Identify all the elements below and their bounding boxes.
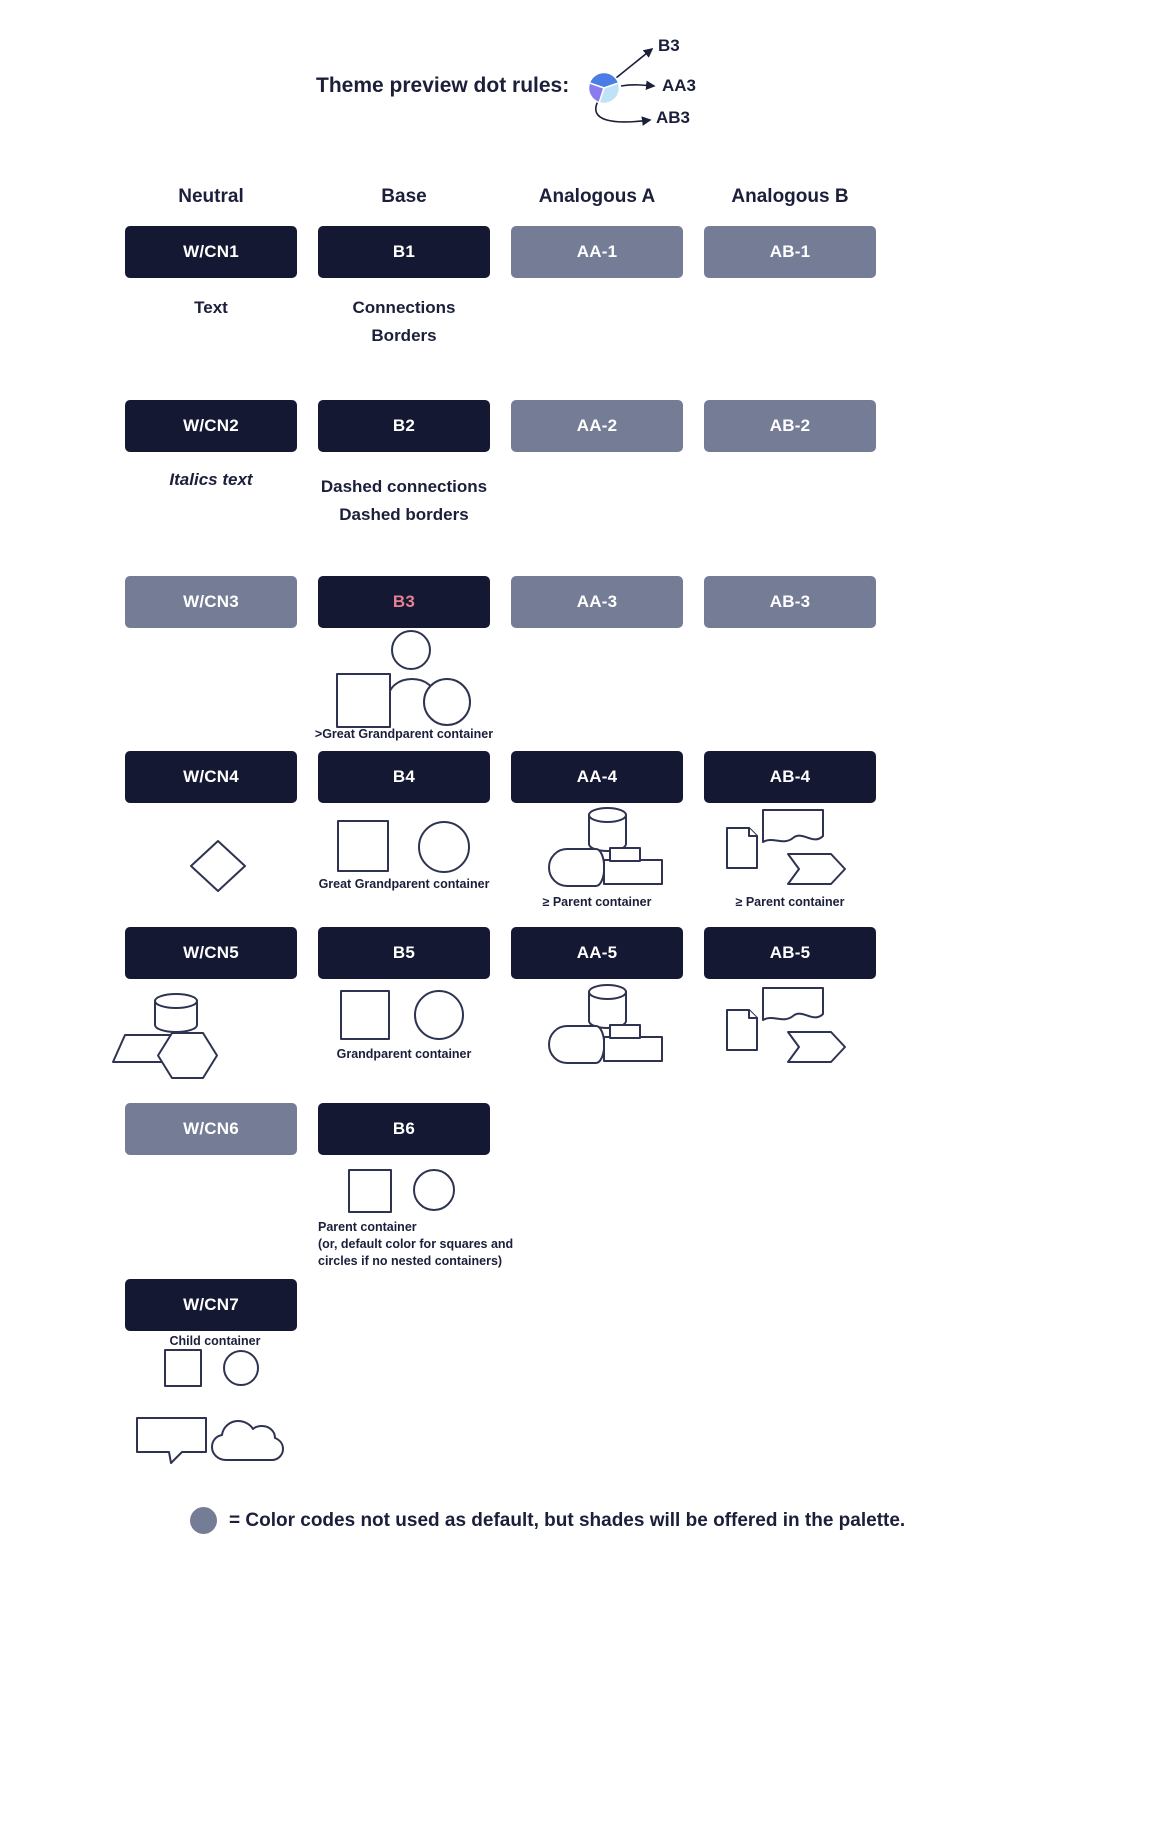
annotation-b3-note: >Great Grandparent container xyxy=(314,727,494,741)
swatch-b3: B3 xyxy=(318,576,490,628)
dot-label-aa3: AA3 xyxy=(662,76,697,95)
annotation-text: Text xyxy=(194,298,228,317)
annotation-wcn7-note: Child container xyxy=(169,1334,261,1348)
square-shape xyxy=(164,1349,202,1387)
square-shape xyxy=(340,990,390,1040)
footer-note: = Color codes not used as default, but s… xyxy=(229,1510,906,1531)
annotation-italics-text: Italics text xyxy=(169,470,253,489)
rounded-terminator-shape xyxy=(548,848,606,887)
swatch-wcn5: W/CN5 xyxy=(125,927,297,979)
hexagon-shape xyxy=(157,1032,218,1079)
dot-label-b3: B3 xyxy=(658,36,680,55)
column-header-neutral: Neutral xyxy=(178,186,244,207)
wcn4-shape-group xyxy=(190,840,246,892)
swatch-aa1: AA-1 xyxy=(511,226,683,278)
annotation-dashed-borders: Dashed borders xyxy=(339,505,469,524)
banner-shape xyxy=(762,809,824,843)
swatch-ab2: AB-2 xyxy=(704,400,876,452)
swatch-b1: B1 xyxy=(318,226,490,278)
swatch-b5: B5 xyxy=(318,927,490,979)
cylinder-shape xyxy=(588,807,627,852)
circle-shape xyxy=(423,678,471,726)
cylinder-shape xyxy=(154,993,198,1033)
speech-bubble-shape xyxy=(136,1417,207,1464)
banner-shape xyxy=(762,987,824,1021)
annotation-dashed: Dashed connections Dashed borders xyxy=(268,473,540,529)
swatch-aa3: AA-3 xyxy=(511,576,683,628)
circle-shape xyxy=(223,1350,259,1386)
annotation-dashed-connections: Dashed connections xyxy=(320,477,488,496)
circle-shape xyxy=(413,1169,455,1211)
annotation-b4-note: Great Grandparent container xyxy=(318,877,490,891)
theme-preview-dot-icon xyxy=(587,71,621,105)
b5-shape-group xyxy=(340,990,464,1040)
diamond-shape xyxy=(190,840,246,892)
annotation-connections: Connections xyxy=(352,298,456,317)
document-shape xyxy=(726,1009,758,1051)
annotation-b6-note-title: Parent container xyxy=(318,1220,417,1234)
wcn7-shape-group xyxy=(164,1349,259,1387)
annotation-b6-note: Parent container (or, default color for … xyxy=(318,1219,558,1270)
swatch-ab5: AB-5 xyxy=(704,927,876,979)
arrow-icons xyxy=(595,47,656,126)
rounded-terminator-shape xyxy=(548,1025,606,1064)
tab-rectangles-shape xyxy=(603,847,663,885)
legend-dot-icon xyxy=(190,1507,217,1534)
square-shape xyxy=(336,673,391,728)
annotation-b6-note-line1: (or, default color for squares and xyxy=(318,1237,514,1251)
annotation-borders: Borders xyxy=(371,326,437,345)
swatch-aa2: AA-2 xyxy=(511,400,683,452)
page-title: Theme preview dot rules: xyxy=(316,74,570,97)
b3-shape-group xyxy=(336,630,471,728)
swatch-ab3: AB-3 xyxy=(704,576,876,628)
cloud-shape xyxy=(211,1420,284,1461)
annotation-connections-borders: Connections Borders xyxy=(280,294,528,350)
dot-label-ab3: AB3 xyxy=(656,108,691,127)
swatch-b4: B4 xyxy=(318,751,490,803)
wcn7-shape-group-2 xyxy=(136,1417,284,1464)
swatch-wcn2: W/CN2 xyxy=(125,400,297,452)
ab4-shape-group xyxy=(726,809,846,885)
theme-preview-dot-figure xyxy=(587,47,656,126)
annotation-ab4-note: ≥ Parent container xyxy=(735,895,845,909)
document-shape xyxy=(726,827,758,869)
swatch-ab1: AB-1 xyxy=(704,226,876,278)
chevron-shape xyxy=(787,853,846,885)
swatch-wcn7: W/CN7 xyxy=(125,1279,297,1331)
swatch-aa5: AA-5 xyxy=(511,927,683,979)
swatch-wcn6: W/CN6 xyxy=(125,1103,297,1155)
annotation-b5-note: Grandparent container xyxy=(336,1047,472,1061)
tab-rectangles-shape xyxy=(603,1024,663,1062)
annotation-b6-note-line2: circles if no nested containers) xyxy=(318,1254,503,1268)
column-header-base: Base xyxy=(381,186,427,207)
circle-shape xyxy=(418,821,470,873)
annotation-aa4-note: ≥ Parent container xyxy=(542,895,652,909)
wcn5-shape-group xyxy=(112,993,218,1079)
b6-shape-group xyxy=(348,1169,455,1213)
column-header-analogous-b: Analogous B xyxy=(731,186,849,207)
square-shape xyxy=(348,1169,392,1213)
circle-shape xyxy=(414,990,464,1040)
swatch-wcn3: W/CN3 xyxy=(125,576,297,628)
swatch-b6: B6 xyxy=(318,1103,490,1155)
square-shape xyxy=(337,820,389,872)
swatch-aa4: AA-4 xyxy=(511,751,683,803)
chevron-shape xyxy=(787,1031,846,1063)
b4-shape-group xyxy=(337,820,470,873)
aa5-shape-group xyxy=(548,984,663,1064)
aa4-shape-group xyxy=(548,807,663,887)
swatch-wcn1: W/CN1 xyxy=(125,226,297,278)
swatch-b2: B2 xyxy=(318,400,490,452)
person-head-shape xyxy=(391,630,431,670)
column-header-analogous-a: Analogous A xyxy=(538,186,656,207)
ab5-shape-group xyxy=(726,987,846,1063)
swatch-wcn4: W/CN4 xyxy=(125,751,297,803)
cylinder-shape xyxy=(588,984,627,1029)
swatch-ab4: AB-4 xyxy=(704,751,876,803)
